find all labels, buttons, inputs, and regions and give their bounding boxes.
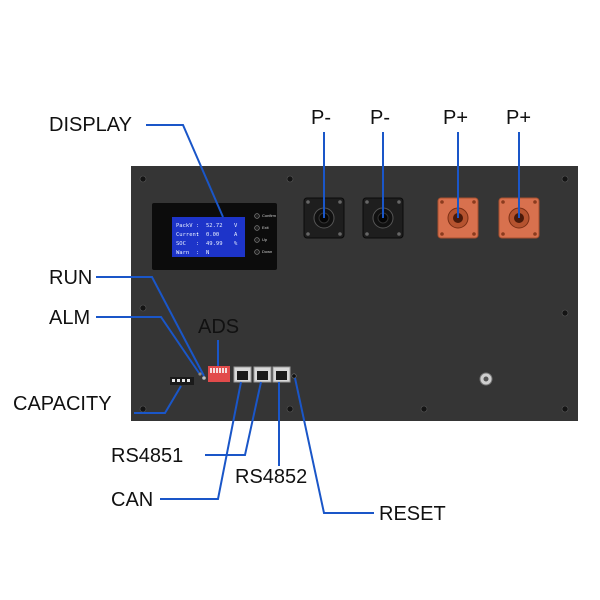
button-exit-label: Exit [262,225,270,230]
rs4852-port [272,366,291,383]
run-label: RUN [49,267,93,289]
rs4851-port [253,366,272,383]
alm-leader [96,316,200,374]
lcd-row-sep: : [196,223,199,229]
display-buttons: Confirm Exit Up Down [254,213,277,255]
run-led [202,376,206,380]
capacity-leader [134,385,182,414]
can-label: CAN [111,489,154,511]
lcd-row-unit: V [234,223,238,229]
ads-label: ADS [198,316,240,338]
rs4852-label: RS4852 [235,466,308,488]
button-up-label: Up [262,237,268,242]
alm-label: ALM [49,307,91,329]
reset-leader [294,377,374,514]
reset-button [291,373,297,379]
lcd-row-sep: : [196,232,199,238]
capacity-label: CAPACITY [13,393,112,415]
panel-screws [139,175,569,413]
lcd-row-name: SOC [176,241,186,247]
p-plus-1-label: P+ [443,107,469,129]
lcd-row-name: Warn [176,250,189,256]
svg-text:PackV: PackV [176,223,193,229]
button-confirm-label: Confirm [262,213,277,218]
can-port [233,366,252,383]
ads-dip-switch [208,366,230,382]
lcd-row-value: 49.99 [206,241,223,247]
rs4851-leader [205,381,262,456]
lcd-row-value: N [206,250,209,256]
can-leader [160,381,242,500]
reset-label: RESET [379,503,446,525]
leader-lines [96,124,520,514]
ground-stud [479,372,493,386]
lcd-row-sep: : [196,241,199,247]
lcd-row-value: 0.00 [206,232,219,238]
display-label: DISPLAY [49,114,132,136]
lcd-row-unit: A [234,232,238,238]
lcd-row-unit: % [234,241,238,247]
button-down-label: Down [262,249,272,254]
p-minus-1-label: P- [311,107,331,129]
lcd-screen [172,217,245,257]
p-plus-2-label: P+ [506,107,532,129]
lcd-row-name: Current [176,232,199,238]
capacity-indicator [170,377,194,385]
alm-led [198,372,202,376]
display-leader [146,124,224,218]
p-minus-2-label: P- [370,107,390,129]
lcd-row-name: PackV [176,223,193,229]
rs4851-label: RS4851 [111,445,184,467]
lcd-row-value: 52.72 [206,223,223,229]
display-module: PackV : 52.72 V Current : 0.00 A SOC : 4… [152,203,277,270]
lcd-row-sep: : [196,250,199,256]
run-leader [96,276,205,377]
